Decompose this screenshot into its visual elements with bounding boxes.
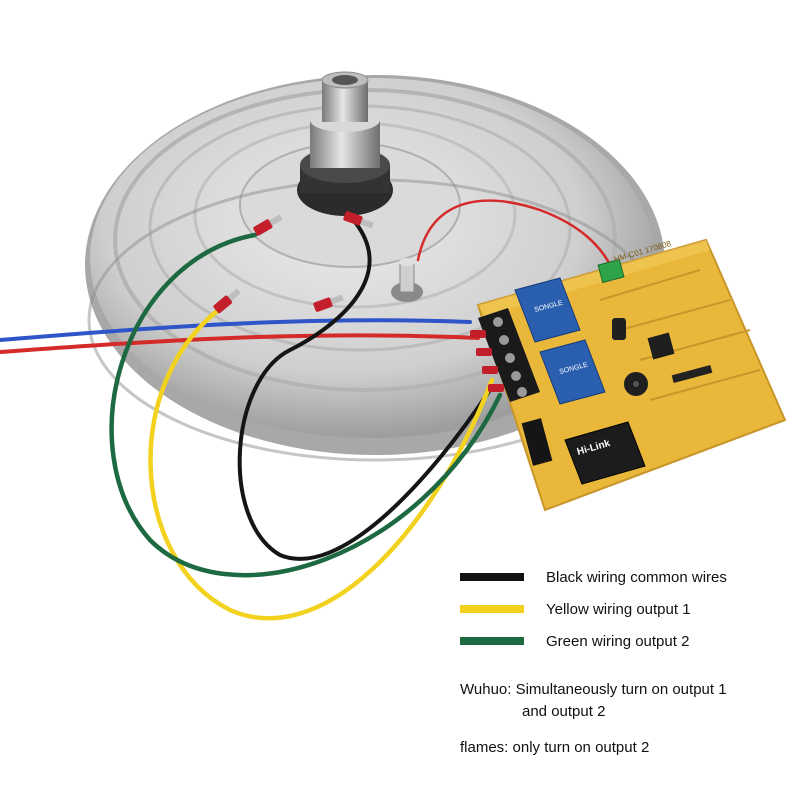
legend-swatch-yellow — [460, 605, 524, 613]
legend-item-green: Green wiring output 2 — [460, 629, 689, 653]
fuse-holder — [521, 418, 553, 466]
note-wuhuo-line2: and output 2 — [522, 703, 606, 720]
note-flames-text: flames: only turn on output 2 — [460, 739, 650, 756]
power-module: Hi-Link — [564, 421, 646, 485]
green-connector — [597, 258, 625, 284]
legend-swatch-green — [460, 637, 524, 645]
legend-label-yellow: Yellow wiring output 1 — [546, 600, 691, 618]
blue-wire — [0, 318, 472, 342]
legend-label-black: Black wiring common wires — [546, 568, 727, 586]
wires — [0, 199, 614, 621]
legend-swatch-black — [460, 573, 524, 581]
relay-2: SONGLE — [539, 339, 606, 405]
capacitor — [612, 318, 626, 340]
threaded-fitting — [297, 71, 393, 216]
note-flames: flames: only turn on output 2 — [460, 737, 649, 759]
note-wuhuo: Wuhuo: Simultaneously turn on output 1 a… — [460, 679, 727, 723]
red-sensor-wire — [416, 199, 614, 270]
legend-label-green: Green wiring output 2 — [546, 632, 690, 650]
legend-item-black: Black wiring common wires — [460, 565, 727, 589]
green-wire — [109, 232, 503, 578]
relay-1: SONGLE — [514, 277, 581, 343]
yellow-wire — [148, 302, 495, 621]
wire-terminals — [213, 211, 374, 314]
pin-header — [671, 364, 713, 384]
screw-terminal-block — [478, 308, 540, 402]
terminal-post — [391, 258, 423, 302]
note-wuhuo-line1: Wuhuo: Simultaneously turn on output 1 — [460, 681, 727, 698]
red-wire — [0, 333, 480, 354]
black-wire — [237, 220, 492, 561]
controller-board: SONGLE SONGLE Hi-Link HM-C01 170808 — [470, 238, 787, 512]
legend-item-yellow: Yellow wiring output 1 — [460, 597, 691, 621]
ic-chip — [647, 332, 675, 360]
